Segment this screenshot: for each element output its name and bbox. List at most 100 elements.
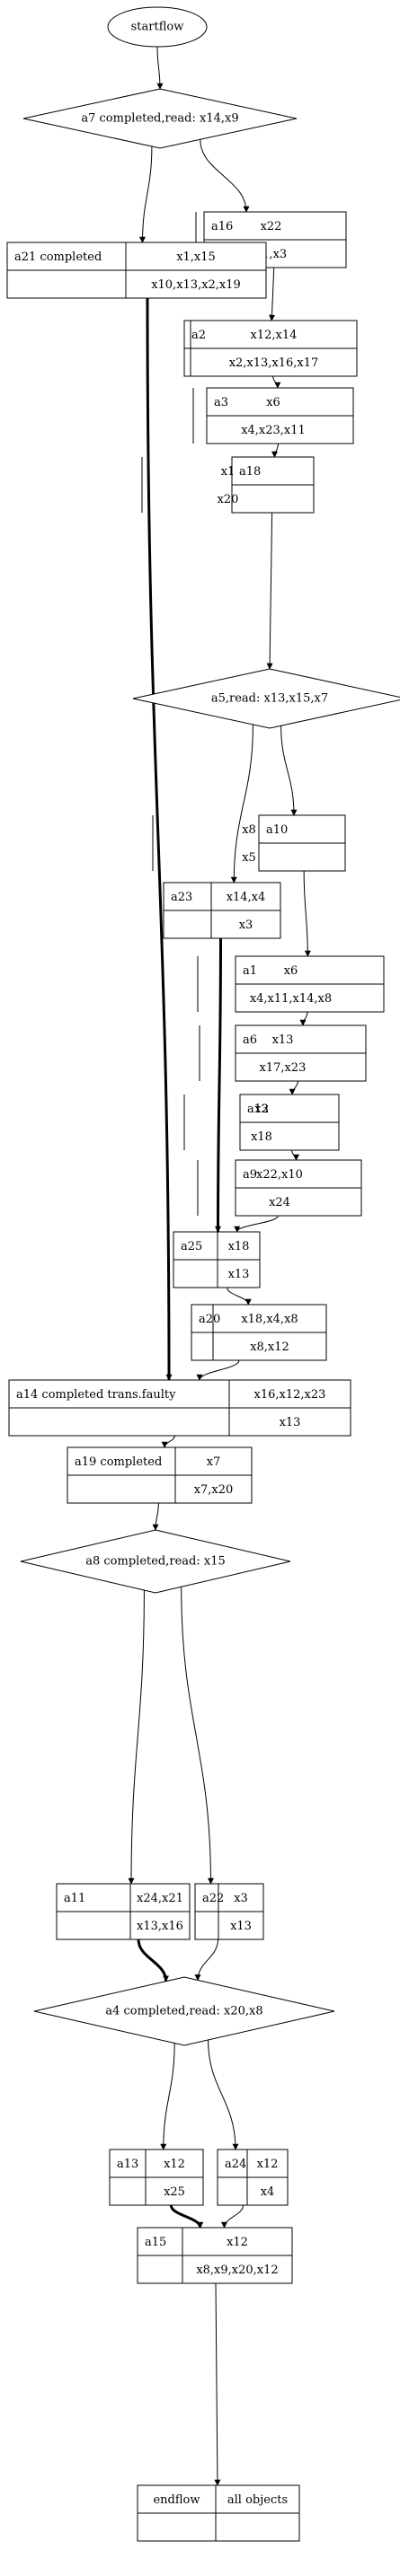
edge-a23-a25 xyxy=(215,937,222,1233)
edge-a21-a14 xyxy=(146,297,173,1381)
node-name: a1 xyxy=(243,964,257,978)
decision-d1: a7 completed,read: x14,x9 xyxy=(22,88,298,149)
node-name: a13 xyxy=(117,2158,138,2171)
decision-d2: a5,read: x13,x15,x7 xyxy=(132,668,400,729)
node-a6: a6 x13 x17,x23 xyxy=(199,1024,367,1082)
node-name: a21 completed xyxy=(14,251,102,264)
node-name: a24 xyxy=(225,2158,246,2171)
end-left-label: endflow xyxy=(153,2493,200,2507)
node-a25: a25 x18 x13 xyxy=(173,1231,261,1288)
node-top-value: x3 xyxy=(254,1103,269,1116)
decision-d4: a4 completed,read: x20,x8 xyxy=(33,1976,335,2046)
node-bottom-value: x18 xyxy=(251,1130,272,1144)
node-top-value: x6 xyxy=(266,396,280,409)
node-name: a12 xyxy=(247,1103,269,1116)
edge-a9-a25 xyxy=(234,1215,279,1233)
node-name: a2 xyxy=(191,329,206,342)
node-top-value: x13 xyxy=(272,1033,294,1047)
edge-a10-a1 xyxy=(303,870,311,957)
node-a1: a1 x6 x4,x11,x14,x8 xyxy=(197,955,385,1013)
edge-a14-a19 xyxy=(161,1435,175,1448)
node-name: a22 xyxy=(202,1892,224,1905)
node-top-value: x22 xyxy=(261,220,282,233)
edge-a2-a3 xyxy=(272,375,281,389)
edges-layer xyxy=(128,46,311,2486)
node-bottom-value: x3 xyxy=(239,919,253,932)
start-ellipse xyxy=(107,6,208,48)
node-bottom-value: x13 xyxy=(228,1268,250,1281)
edge-d2-a10 xyxy=(280,725,298,816)
node-a24: a24 x12 x4 xyxy=(217,2149,289,2206)
node-name: a14 completed trans.faulty xyxy=(16,1388,176,1402)
edge-d2-a23 xyxy=(230,724,253,884)
node-top-value: x1 xyxy=(221,465,236,479)
node-top-value: x1,x15 xyxy=(176,251,216,264)
node-top-value: x12 xyxy=(257,2158,279,2171)
edge-a20-a14 xyxy=(196,1359,240,1381)
node-top-value: x18,x4,x8 xyxy=(241,1313,298,1326)
decision-label: a7 completed,read: x14,x9 xyxy=(81,112,238,126)
node-bottom-value: x4,x11,x14,x8 xyxy=(250,992,332,1006)
end-right-label: all objects xyxy=(227,2493,288,2507)
node-top-value: x24,x21 xyxy=(137,1892,183,1905)
node-top-value: x18 xyxy=(228,1240,250,1253)
edge-a19-d3 xyxy=(152,1502,159,1531)
node-top-value: x8 xyxy=(242,823,256,837)
node-name: a25 xyxy=(181,1240,202,1253)
edge-a22-d4 xyxy=(194,1939,218,1982)
node-name: a20 xyxy=(199,1313,220,1326)
decision-diamond xyxy=(22,88,298,149)
edge-d3-a22 xyxy=(181,1587,214,1885)
decision-diamond xyxy=(20,1529,291,1594)
decision-diamond xyxy=(132,668,400,729)
edge-a3-a18 xyxy=(271,443,279,458)
edge-a16-a2 xyxy=(269,267,276,321)
node-name: a23 xyxy=(171,891,192,904)
node-bottom-value: x5 xyxy=(242,851,256,865)
edge-a11-d4 xyxy=(137,1939,170,1983)
node-bottom-value: x4 xyxy=(261,2185,275,2199)
node-bottom-value: x20 xyxy=(218,493,239,506)
edge-start-d1 xyxy=(156,46,164,90)
edge-a1-a6 xyxy=(299,1011,308,1026)
node-name: a11 xyxy=(64,1892,85,1905)
decision-label: a8 completed,read: x15 xyxy=(85,1555,226,1569)
node-name: a6 xyxy=(243,1033,257,1047)
node-top-value: x6 xyxy=(284,964,298,978)
node-bottom-value: x4,x23,x11 xyxy=(241,424,306,437)
node-top-value: x14,x4 xyxy=(227,891,266,904)
node-bottom-value: x8,x12 xyxy=(250,1341,289,1354)
node-bottom-value: x13 xyxy=(230,1920,252,1933)
node-bottom-value: x17,x23 xyxy=(260,1061,307,1075)
node-bottom-value: x13 xyxy=(280,1416,301,1429)
node-name: a16 xyxy=(211,220,233,233)
edge-a24-a15 xyxy=(221,2204,244,2229)
node-a20: a20 x18,x4,x8 x8,x12 xyxy=(191,1304,327,1361)
node-top-value: x12,x14 xyxy=(251,329,298,342)
node-top-value: x22,x10 xyxy=(256,1168,303,1182)
node-name: a15 xyxy=(145,2236,166,2249)
edge-d1-a21 xyxy=(139,146,153,243)
node-bottom-value: x8,x9,x20,x12 xyxy=(196,2264,278,2277)
edge-d3-a11 xyxy=(128,1590,145,1885)
decision-d3: a8 completed,read: x15 xyxy=(20,1529,291,1594)
node-bottom-value: x25 xyxy=(164,2185,185,2199)
node-a23: a23 x14,x4 x3 xyxy=(163,882,281,939)
node-name: a19 completed xyxy=(75,1455,162,1469)
edge-d4-a24 xyxy=(208,2039,239,2150)
